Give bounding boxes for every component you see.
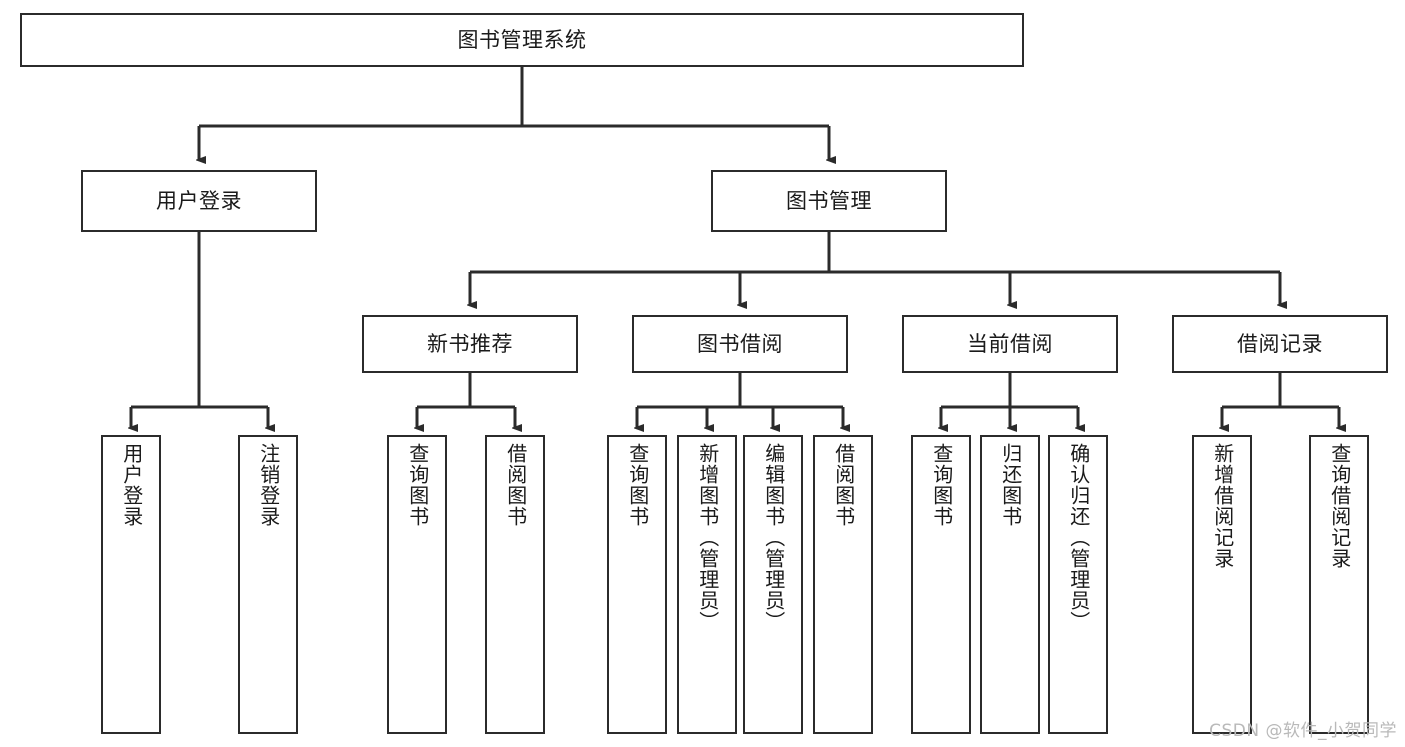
node-user-login[interactable]: 用户登录 [81,170,317,232]
node-leaf-edit-book-label: 编辑图书（管理员） [761,443,786,632]
node-current-borrow[interactable]: 当前借阅 [902,315,1118,373]
node-leaf-add-book-label: 新增图书（管理员） [695,443,720,632]
node-leaf-confirm-return-label: 确认归还（管理员） [1066,443,1091,632]
node-leaf-logout[interactable]: 注销登录 [238,435,298,734]
node-leaf-borrow-book-2-label: 借阅图书 [831,443,856,527]
node-leaf-query-record[interactable]: 查询借阅记录 [1309,435,1369,734]
node-leaf-borrow-book-2[interactable]: 借阅图书 [813,435,873,734]
node-leaf-query-book-1[interactable]: 查询图书 [387,435,447,734]
node-new-book-rec-label: 新书推荐 [427,331,513,356]
node-leaf-user-login[interactable]: 用户登录 [101,435,161,734]
node-leaf-query-book-1-label: 查询图书 [405,443,430,527]
node-book-borrow-label: 图书借阅 [697,331,783,356]
node-new-book-rec[interactable]: 新书推荐 [362,315,578,373]
node-leaf-confirm-return[interactable]: 确认归还（管理员） [1048,435,1108,734]
node-leaf-borrow-book-1[interactable]: 借阅图书 [485,435,545,734]
node-leaf-add-record[interactable]: 新增借阅记录 [1192,435,1252,734]
node-leaf-add-book[interactable]: 新增图书（管理员） [677,435,737,734]
node-borrow-record-label: 借阅记录 [1237,331,1323,356]
node-root-label: 图书管理系统 [457,27,587,52]
node-book-borrow[interactable]: 图书借阅 [632,315,848,373]
node-book-manage[interactable]: 图书管理 [711,170,947,232]
node-leaf-return-book[interactable]: 归还图书 [980,435,1040,734]
node-root[interactable]: 图书管理系统 [20,13,1024,67]
node-book-manage-label: 图书管理 [786,188,872,213]
node-user-login-label: 用户登录 [156,188,242,213]
node-leaf-query-book-2[interactable]: 查询图书 [607,435,667,734]
node-leaf-add-record-label: 新增借阅记录 [1210,443,1235,569]
node-leaf-edit-book[interactable]: 编辑图书（管理员） [743,435,803,734]
node-current-borrow-label: 当前借阅 [967,331,1053,356]
node-leaf-query-book-3-label: 查询图书 [929,443,954,527]
csdn-watermark: CSDN @软件_小贺同学 [1209,721,1397,741]
node-leaf-user-login-label: 用户登录 [119,443,144,527]
node-leaf-query-book-3[interactable]: 查询图书 [911,435,971,734]
node-leaf-return-book-label: 归还图书 [998,443,1023,527]
node-leaf-logout-label: 注销登录 [256,443,281,527]
node-leaf-query-book-2-label: 查询图书 [625,443,650,527]
node-leaf-borrow-book-1-label: 借阅图书 [503,443,528,527]
node-leaf-query-record-label: 查询借阅记录 [1327,443,1352,569]
node-borrow-record[interactable]: 借阅记录 [1172,315,1388,373]
